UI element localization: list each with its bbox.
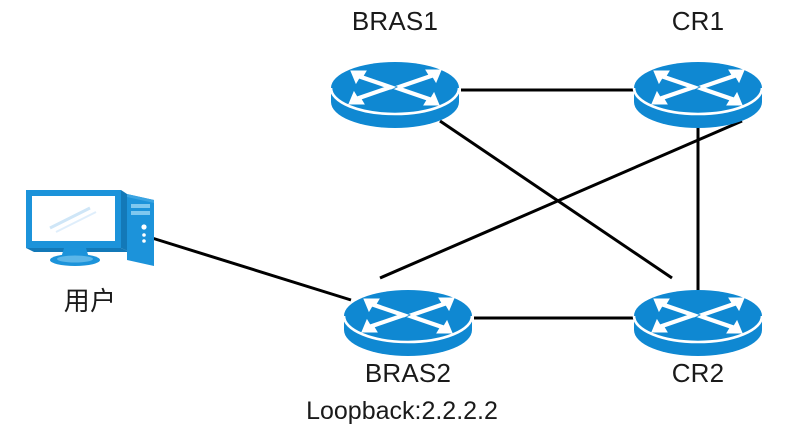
link-pc-bras2: [151, 236, 352, 302]
node-label-bras1: BRAS1: [351, 6, 439, 36]
node-bras1[interactable]: [325, 40, 465, 135]
workstation-icon: [26, 190, 154, 266]
link-bras1-cr2: [439, 119, 673, 280]
router-icon: [342, 290, 474, 356]
node-cr2[interactable]: [628, 268, 768, 363]
node-label-pc: 用户: [63, 286, 117, 316]
router-icon: [632, 62, 764, 128]
router-icon: [329, 62, 461, 128]
node-pc[interactable]: [20, 186, 160, 271]
node-label-bras2: BRAS2: [364, 358, 452, 388]
loopback-caption: Loopback:2.2.2.2: [306, 397, 498, 425]
node-label-cr2: CR2: [671, 358, 725, 388]
router-icon: [632, 290, 764, 356]
link-cr1-bras2: [379, 119, 743, 280]
node-label-cr1: CR1: [671, 6, 725, 36]
node-cr1[interactable]: [628, 40, 768, 135]
node-bras2[interactable]: [338, 268, 478, 363]
